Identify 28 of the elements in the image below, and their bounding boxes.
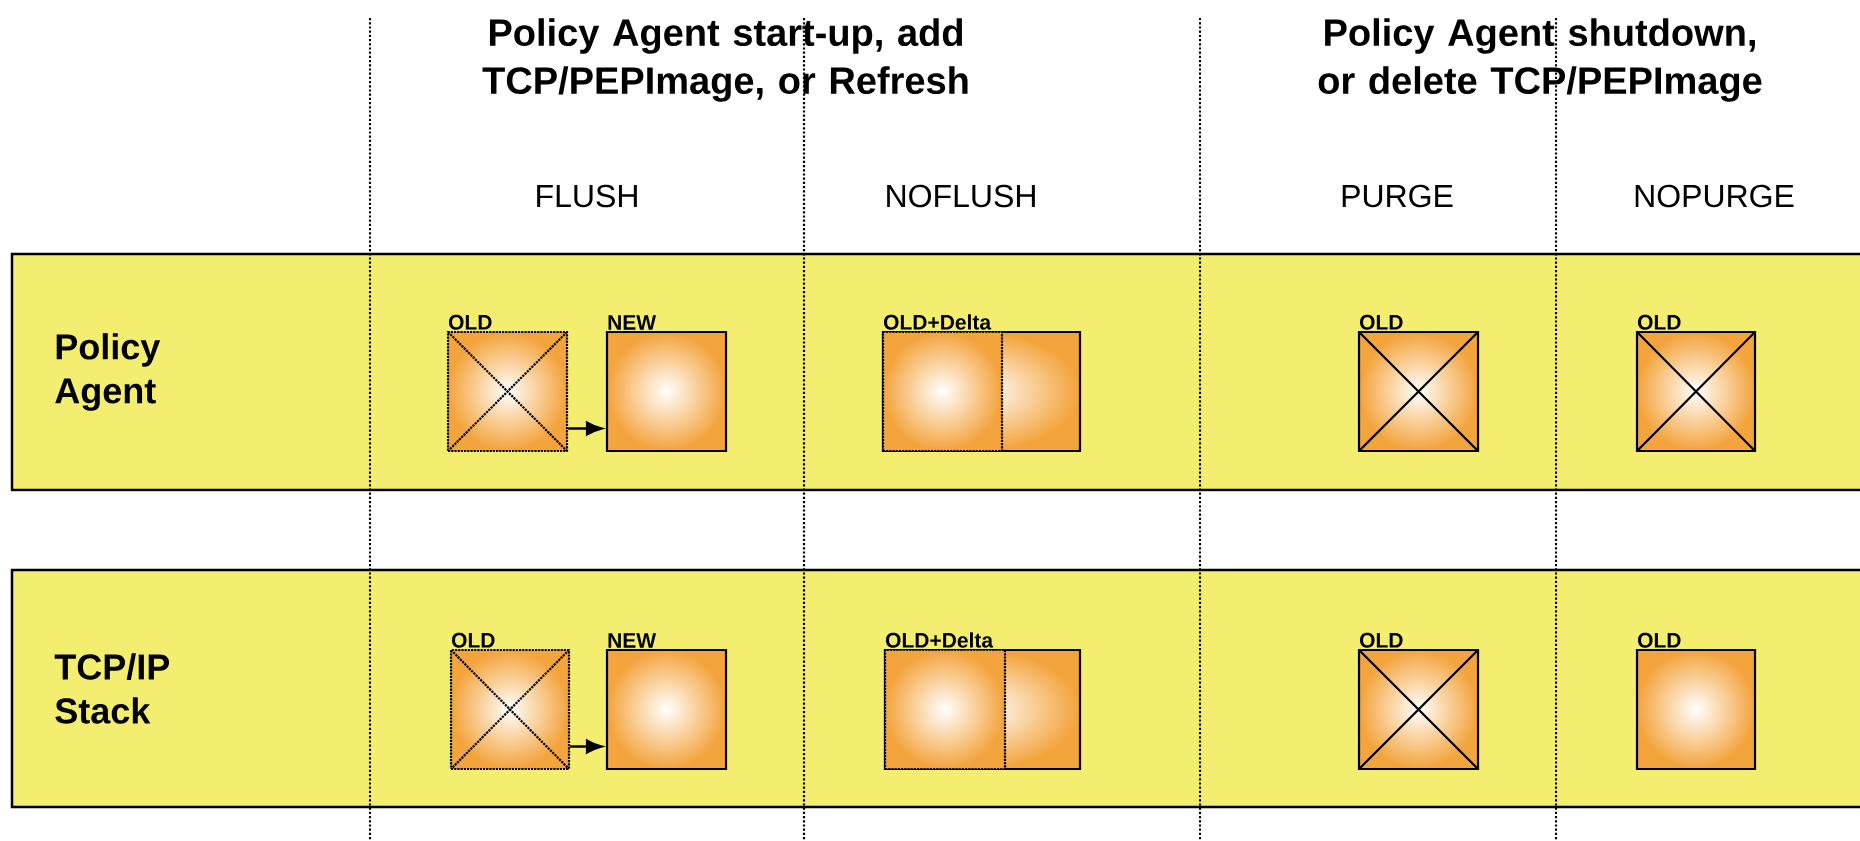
node-label: OLD (451, 632, 495, 648)
box: NEW (605, 633, 728, 771)
node-label: OLD (1637, 314, 1681, 330)
column-label: NOFLUSH (887, 184, 1035, 208)
node-label: OLD (1637, 632, 1681, 648)
crossed-box: OLD (1357, 632, 1480, 771)
dotted-box (883, 648, 1007, 771)
column-label: FLUSH (537, 184, 637, 208)
crossed-box: OLD (446, 314, 569, 453)
heading: Policy Agent start-up, add TCP/PEPImage, or Refresh (482, 18, 968, 102)
crossed-box: OLD (1635, 314, 1757, 453)
box: OLD (1635, 632, 1757, 771)
node-label: OLD+Delta (885, 632, 994, 648)
dotted-box (881, 330, 1004, 453)
box: OLD+Delta (881, 314, 1082, 453)
node-label: NEW (608, 633, 657, 648)
node-label: OLD (1359, 314, 1403, 330)
column-label: NOPURGE (1635, 184, 1794, 208)
node-label: OLD+Delta (883, 314, 992, 330)
heading: Policy Agent shutdown, or delete TCP/PEPImage (1318, 18, 1762, 102)
crossed-box: OLD (449, 632, 571, 771)
crossed-box: OLD (1357, 314, 1480, 453)
box: OLD+Delta (883, 632, 1082, 771)
node-label: NEW (608, 315, 657, 330)
column-label: PURGE (1342, 184, 1453, 208)
node-label: OLD (448, 314, 492, 330)
box: NEW (605, 315, 728, 453)
node-label: OLD (1359, 632, 1403, 648)
